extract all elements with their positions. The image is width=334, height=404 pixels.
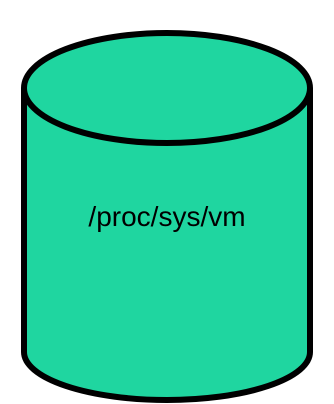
cylinder-top [21, 30, 313, 146]
cylinder-body [21, 88, 313, 403]
cylinder-label: /proc/sys/vm [88, 201, 246, 232]
